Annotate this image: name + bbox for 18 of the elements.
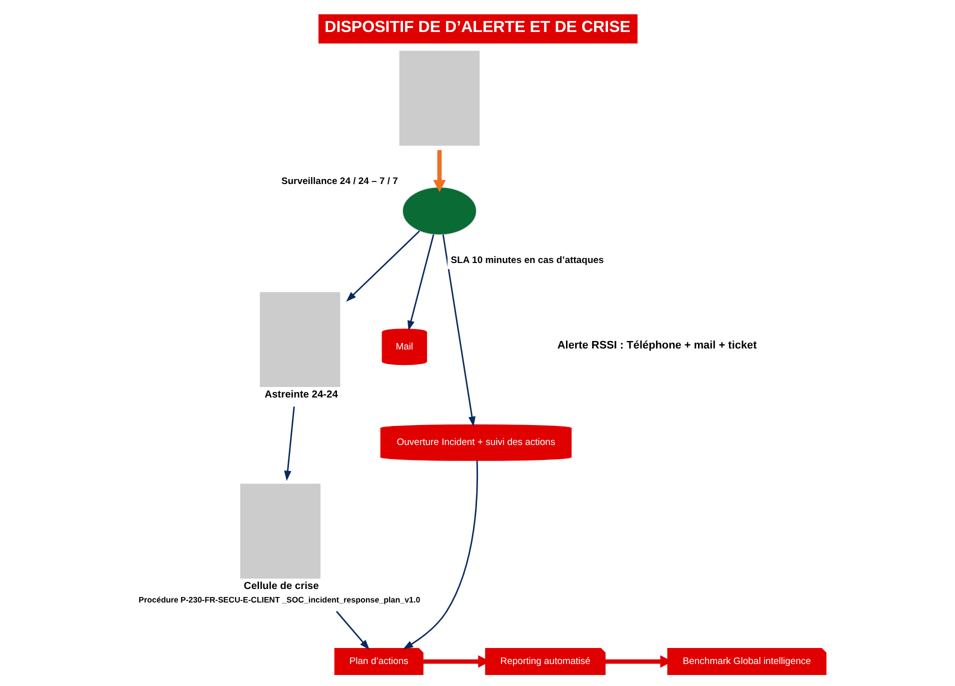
node-label: Procédure P-230-FR-SECU-E-CLIENT _SOC_incident_response_plan_v1.0: [138, 596, 420, 605]
diagram-title: DISPOSITIF DE D’ALERTE ET DE CRISE: [324, 18, 630, 36]
node-label: Astreinte 24-24: [264, 389, 338, 400]
node-box: [259, 292, 340, 387]
edge-label: SLA 10 minutes en cas d’attaques: [450, 254, 604, 266]
label: Alerte RSSI : Téléphone + mail + ticket: [556, 340, 756, 352]
node-box: [398, 50, 480, 146]
arrow: [432, 150, 446, 192]
node-label: Cellule de crise: [243, 581, 318, 592]
node-circle: [402, 186, 476, 236]
arrow: [402, 460, 478, 650]
arrow: [335, 610, 370, 650]
arrow: [284, 406, 294, 481]
arrow: [442, 234, 476, 427]
arrow: [346, 230, 420, 302]
node-label: Surveillance 24 / 24 – 7 / 7: [280, 176, 398, 187]
arrow: [407, 234, 434, 331]
node-box: [240, 484, 320, 579]
